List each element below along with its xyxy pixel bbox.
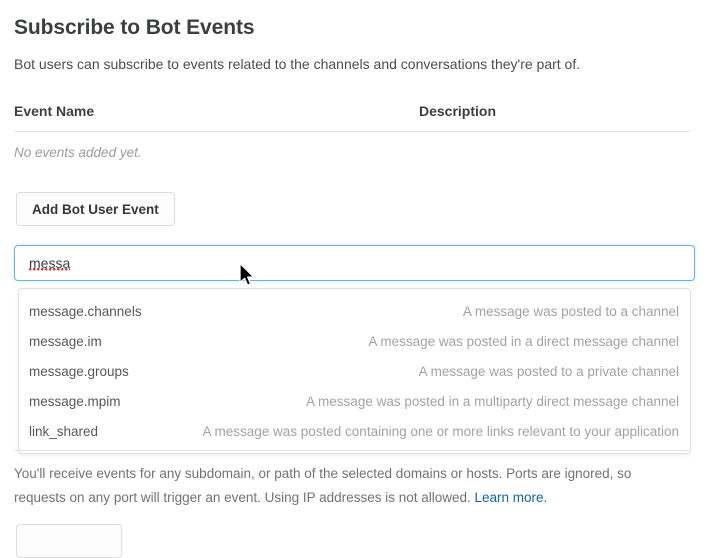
event-suggestions-dropdown: message.channels A message was posted to… <box>18 288 691 454</box>
option-description: A message was posted containing one or m… <box>202 423 679 439</box>
dropdown-option-link-shared[interactable]: link_shared A message was posted contain… <box>19 416 690 446</box>
bottom-partial-button[interactable] <box>16 524 122 558</box>
dropdown-option-message-groups[interactable]: message.groups A message was posted to a… <box>19 356 690 386</box>
footer-note: You'll receive events for any subdomain,… <box>14 462 682 510</box>
events-table: Event Name Description No events added y… <box>14 103 691 160</box>
search-input-value: messa <box>29 254 71 272</box>
event-search-input[interactable]: messa <box>14 245 695 281</box>
subscribe-bot-events-page: Subscribe to Bot Events Bot users can su… <box>14 16 695 558</box>
option-description: A message was posted in a direct message… <box>368 333 679 349</box>
option-name: message.mpim <box>29 393 121 409</box>
page-title: Subscribe to Bot Events <box>14 16 255 39</box>
column-header-description: Description <box>419 103 497 119</box>
table-header-row: Event Name Description <box>14 103 691 132</box>
footer-divider <box>14 450 691 451</box>
empty-state-message: No events added yet. <box>14 145 142 160</box>
option-description: A message was posted to a channel <box>462 303 679 319</box>
option-name: message.im <box>29 333 102 349</box>
dropdown-option-message-channels[interactable]: message.channels A message was posted to… <box>19 296 690 326</box>
option-description: A message was posted in a multiparty dir… <box>306 393 679 409</box>
option-description: A message was posted to a private channe… <box>418 363 679 379</box>
option-name: message.channels <box>29 303 142 319</box>
footer-note-text: You'll receive events for any subdomain,… <box>14 466 632 505</box>
option-name: link_shared <box>29 423 99 439</box>
column-header-event-name: Event Name <box>14 103 95 119</box>
option-name: message.groups <box>29 363 129 379</box>
page-subtitle: Bot users can subscribe to events relate… <box>14 56 581 72</box>
dropdown-option-message-mpim[interactable]: message.mpim A message was posted in a m… <box>19 386 690 416</box>
dropdown-option-message-im[interactable]: message.im A message was posted in a dir… <box>19 326 690 356</box>
learn-more-link[interactable]: Learn more. <box>474 490 548 505</box>
add-bot-user-event-button[interactable]: Add Bot User Event <box>16 192 175 226</box>
